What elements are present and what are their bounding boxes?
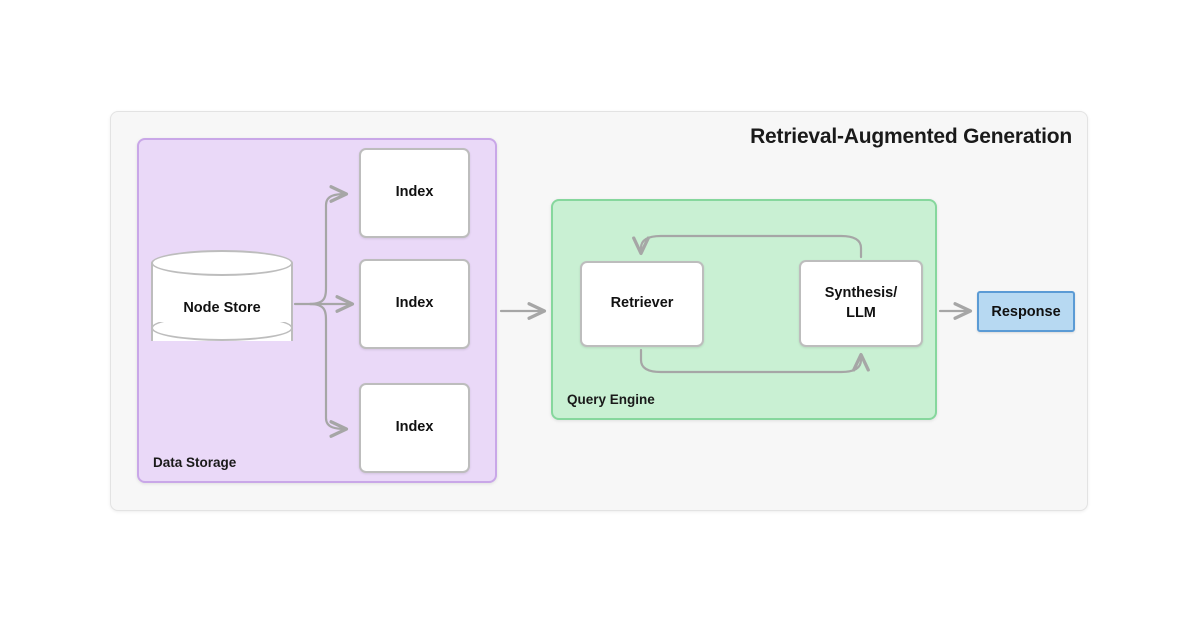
cylinder-top-ellipse [151,250,293,276]
synthesis-label-line-1: Synthesis/ [824,284,898,301]
synthesis-label: Synthesis/LLM [825,284,898,323]
node-index-1[interactable]: Index [359,148,470,238]
group-label-data-storage: Data Storage [153,455,237,470]
node-retriever[interactable]: Retriever [580,261,704,347]
node-response[interactable]: Response [977,291,1075,332]
node-synthesis-llm[interactable]: Synthesis/LLM [799,260,923,347]
group-label-query-engine: Query Engine [567,392,655,407]
node-index-2[interactable]: Index [359,259,470,349]
synthesis-label-line-2: LLM [846,304,876,321]
cylinder-bottom-mask [153,302,291,322]
node-store-label: Node Store [183,300,261,316]
node-index-3[interactable]: Index [359,383,470,473]
diagram-title: Retrieval-Augmented Generation [750,125,1072,148]
node-node-store[interactable]: Node Store [151,250,293,354]
